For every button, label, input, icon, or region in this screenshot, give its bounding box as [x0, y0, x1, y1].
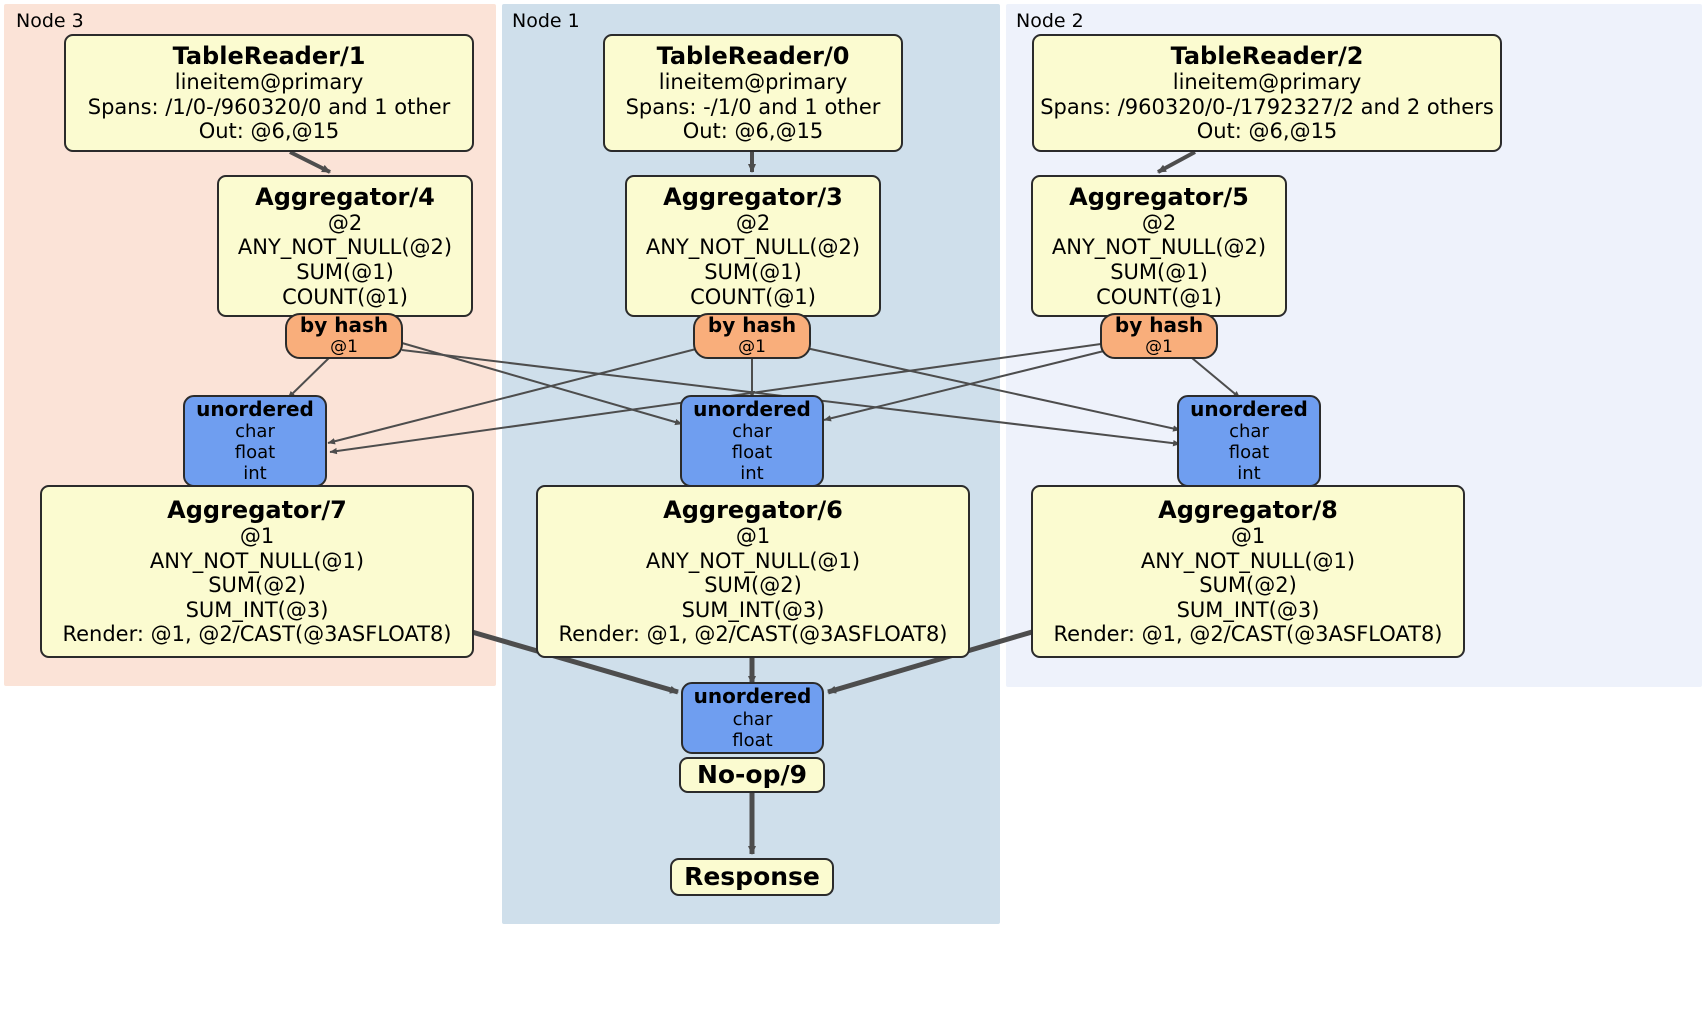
node-line: lineitem@primary [658, 70, 848, 95]
node-line: COUNT(@1) [1096, 284, 1222, 309]
receiver-title: unordered [693, 684, 812, 709]
node-title: TableReader/2 [1170, 42, 1364, 71]
node-line: ANY_NOT_NULL(@1) [645, 548, 861, 573]
node-aggregator-6[interactable]: Aggregator/6 @1 ANY_NOT_NULL(@1) SUM(@2)… [536, 485, 970, 658]
node-title: Aggregator/6 [663, 496, 843, 525]
node-line: Spans: /1/0-/960320/0 and 1 other [87, 94, 451, 119]
receiver-line: float [234, 442, 276, 464]
receiver-title: unordered [693, 396, 811, 421]
panel-node-1-label: Node 1 [512, 10, 580, 32]
receiver-line: int [740, 463, 764, 485]
edge-router-middle-to-receiver-left [327, 347, 701, 445]
receiver-line: char [1229, 421, 1269, 443]
receiver-line: int [1237, 463, 1261, 485]
edge-aggregator8-to-receiver-final [827, 629, 1033, 695]
receiver-title: unordered [196, 396, 314, 421]
node-line: SUM(@2) [1199, 573, 1297, 598]
node-noop-9[interactable]: No-op/9 [679, 757, 825, 793]
router-title: by hash [299, 313, 389, 338]
node-line: Out: @6,@15 [682, 119, 824, 144]
receiver-unordered-middle[interactable]: unordered char float int [680, 395, 824, 487]
receiver-unordered-right[interactable]: unordered char float int [1177, 395, 1321, 487]
router-line: @1 [1145, 336, 1173, 357]
receiver-line: char [732, 708, 773, 730]
node-title: Aggregator/3 [663, 182, 843, 211]
node-aggregator-3[interactable]: Aggregator/3 @2 ANY_NOT_NULL(@2) SUM(@1)… [625, 175, 881, 317]
node-line: SUM(@1) [1110, 260, 1208, 285]
edge-tablereader1-aggregator4 [289, 150, 331, 174]
receiver-title: unordered [1190, 396, 1308, 421]
receiver-line: int [243, 463, 267, 485]
node-tablereader-1[interactable]: TableReader/1 lineitem@primary Spans: /1… [64, 34, 474, 152]
edge-router-right-to-receiver-right [1191, 357, 1241, 399]
node-line: SUM(@1) [296, 260, 394, 285]
node-line: @2 [735, 210, 771, 235]
node-title: TableReader/0 [656, 42, 850, 71]
node-tablereader-2[interactable]: TableReader/2 lineitem@primary Spans: /9… [1032, 34, 1502, 152]
node-aggregator-5[interactable]: Aggregator/5 @2 ANY_NOT_NULL(@2) SUM(@1)… [1031, 175, 1287, 317]
node-title: Aggregator/8 [1158, 496, 1338, 525]
node-aggregator-4[interactable]: Aggregator/4 @2 ANY_NOT_NULL(@2) SUM(@1)… [217, 175, 473, 317]
router-by-hash-left[interactable]: by hash @1 [285, 313, 403, 359]
node-response[interactable]: Response [670, 858, 834, 896]
node-line: Out: @6,@15 [1196, 119, 1338, 144]
node-line: Spans: -/1/0 and 1 other [625, 94, 881, 119]
node-line: @1 [1230, 524, 1266, 549]
node-line: SUM_INT(@3) [1176, 597, 1320, 622]
receiver-line: char [235, 421, 275, 443]
node-title: No-op/9 [696, 760, 808, 790]
edge-router-right-to-receiver-middle [823, 349, 1109, 422]
node-line: Render: @1, @2/CAST(@3ASFLOAT8) [62, 622, 452, 647]
receiver-line: char [732, 421, 772, 443]
node-line: lineitem@primary [174, 70, 364, 95]
edge-tablereader2-aggregator5 [1157, 150, 1196, 174]
node-line: ANY_NOT_NULL(@2) [1051, 235, 1267, 260]
node-tablereader-0[interactable]: TableReader/0 lineitem@primary Spans: -/… [603, 34, 903, 152]
node-line: COUNT(@1) [282, 284, 408, 309]
node-line: @1 [735, 524, 771, 549]
edge-aggregator7-to-receiver-final [471, 629, 679, 695]
node-line: SUM(@2) [704, 573, 802, 598]
edge-router-left-to-receiver-left [287, 354, 333, 399]
node-line: ANY_NOT_NULL(@2) [237, 235, 453, 260]
panel-node-3-label: Node 3 [16, 10, 84, 32]
router-line: @1 [738, 336, 766, 357]
receiver-line: float [1228, 442, 1270, 464]
node-line: SUM(@1) [704, 260, 802, 285]
receiver-line: float [732, 729, 773, 751]
node-aggregator-8[interactable]: Aggregator/8 @1 ANY_NOT_NULL(@1) SUM(@2)… [1031, 485, 1465, 658]
node-line: COUNT(@1) [690, 284, 816, 309]
node-title: Aggregator/7 [167, 496, 347, 525]
node-title: Response [684, 862, 820, 892]
node-line: Render: @1, @2/CAST(@3ASFLOAT8) [1053, 622, 1443, 647]
node-line: Render: @1, @2/CAST(@3ASFLOAT8) [558, 622, 948, 647]
router-line: @1 [330, 336, 358, 357]
router-by-hash-right[interactable]: by hash @1 [1100, 313, 1218, 359]
receiver-unordered-left[interactable]: unordered char float int [183, 395, 327, 487]
node-line: SUM(@2) [208, 573, 306, 598]
node-line: Out: @6,@15 [198, 119, 340, 144]
node-title: Aggregator/5 [1069, 182, 1249, 211]
node-title: Aggregator/4 [255, 182, 435, 211]
node-line: SUM_INT(@3) [185, 597, 329, 622]
node-line: lineitem@primary [1172, 70, 1362, 95]
node-title: TableReader/1 [172, 42, 366, 71]
receiver-unordered-final[interactable]: unordered char float [681, 682, 824, 754]
router-by-hash-middle[interactable]: by hash @1 [693, 313, 811, 359]
node-line: ANY_NOT_NULL(@2) [645, 235, 861, 260]
node-line: SUM_INT(@3) [681, 597, 825, 622]
node-line: @1 [239, 524, 275, 549]
edge-router-middle-to-receiver-right [805, 347, 1181, 432]
node-line: @2 [327, 210, 363, 235]
receiver-line: float [731, 442, 773, 464]
node-aggregator-7[interactable]: Aggregator/7 @1 ANY_NOT_NULL(@1) SUM(@2)… [40, 485, 474, 658]
node-line: Spans: /960320/0-/1792327/2 and 2 others [1040, 94, 1494, 119]
node-line: ANY_NOT_NULL(@1) [1140, 548, 1356, 573]
router-title: by hash [1114, 313, 1204, 338]
panel-node-2-label: Node 2 [1016, 10, 1084, 32]
node-line: ANY_NOT_NULL(@1) [149, 548, 365, 573]
node-line: @2 [1141, 210, 1177, 235]
router-title: by hash [707, 313, 797, 338]
